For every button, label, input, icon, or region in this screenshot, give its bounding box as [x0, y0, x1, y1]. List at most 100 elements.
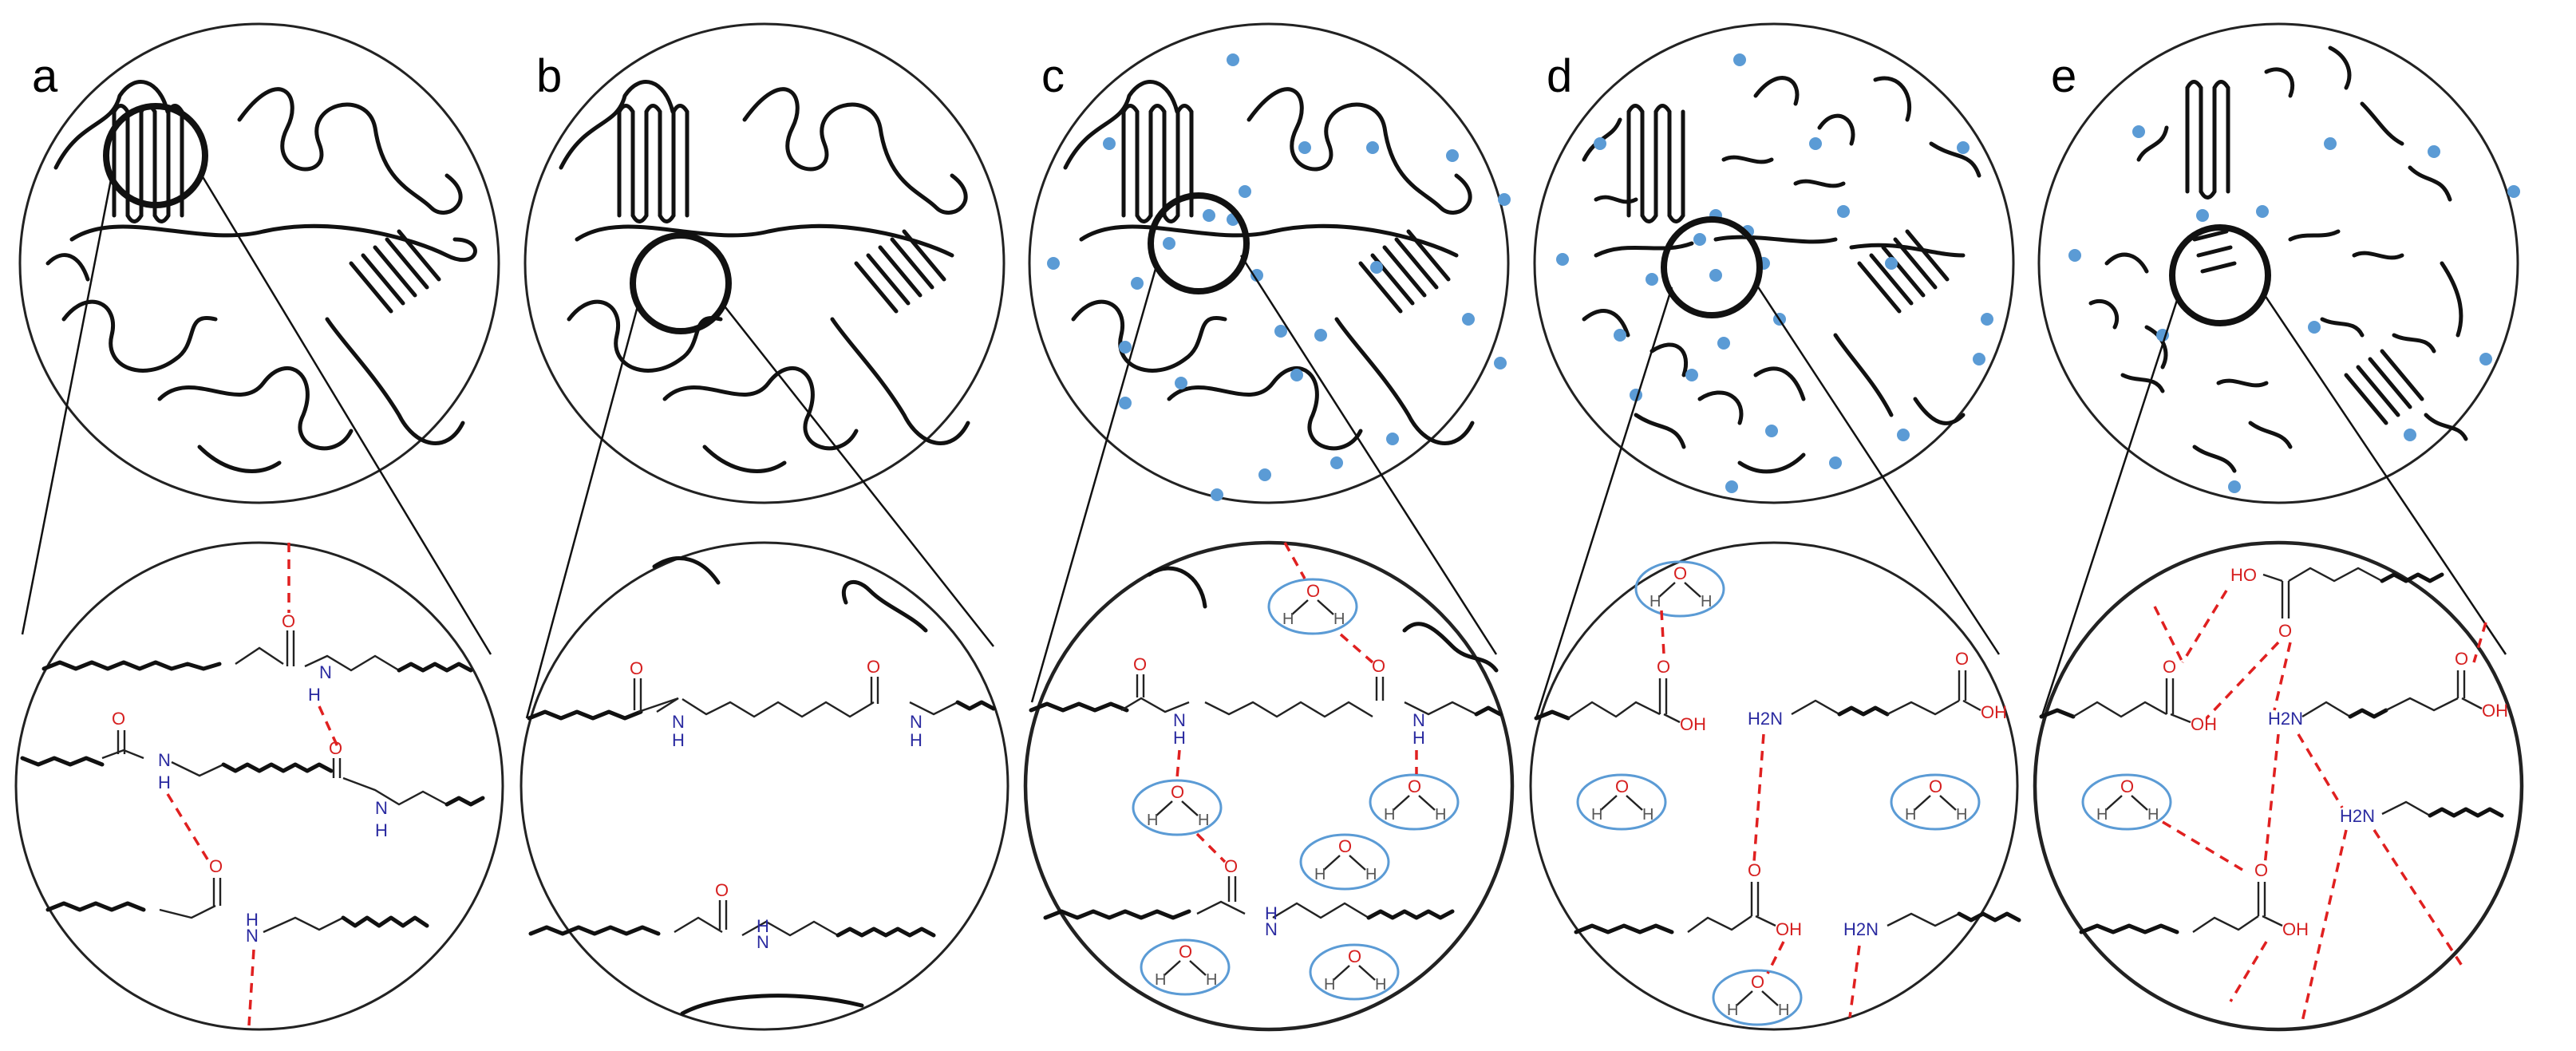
panel-c-leader-right: [1239, 255, 1498, 655]
panel-d-fragmented-chains: [1582, 76, 1981, 474]
panel-e-amine-2: H2N: [2340, 806, 2375, 826]
panel-a-nitrogen-3: N: [375, 798, 388, 818]
svg-text:H: H: [1324, 976, 1335, 994]
panel-e-zoom-view: HO O O OH H2N O OH H2N: [2033, 540, 2524, 1032]
svg-text:H: H: [1282, 610, 1294, 628]
panel-c-water-dots: [1047, 53, 1511, 501]
svg-text:H: H: [1642, 806, 1653, 824]
panel-c-nh-3: H: [1265, 903, 1278, 923]
panel-d-amine-1: H2N: [1748, 709, 1783, 729]
panel-b-macro-view: [523, 22, 1006, 504]
panel-a-oxygen-1: O: [282, 611, 295, 631]
svg-text:H: H: [1206, 971, 1217, 989]
svg-text:H: H: [1701, 593, 1712, 610]
panel-d-hydroxyl-1: OH: [1680, 714, 1706, 734]
panel-c: O N H O N H O N H O H H O H H: [1023, 22, 1515, 1032]
panel-e-oxygen-2: O: [2455, 649, 2468, 669]
panel-d-water-molecule: O H H: [1576, 773, 1667, 831]
panel-d: O OH H2N O OH O OH H2N O H: [1529, 22, 2021, 1031]
panel-d-water-molecule: O H H: [1890, 773, 1981, 831]
panel-a: O N H O N H O N H O N H: [14, 22, 504, 1031]
panel-e-hydroxyl-3: OH: [2282, 919, 2309, 939]
panel-label-e: e: [2051, 50, 2076, 102]
panel-b-nitrogen-3: N: [757, 932, 769, 952]
panel-b-leader-right: [721, 302, 994, 647]
panel-d-hydrogen-bonds: [1660, 610, 1861, 1018]
panel-e-carboxyl-top: HO: [2230, 565, 2257, 585]
svg-text:H: H: [1650, 593, 1661, 610]
panel-c-nitrogen-3: N: [1265, 919, 1278, 939]
panel-b-nh-3: H: [757, 916, 769, 936]
svg-text:H: H: [1435, 806, 1446, 824]
panel-c-nitrogen-1: N: [1173, 710, 1186, 730]
panel-a-nitrogen-4: N: [246, 926, 259, 946]
panel-a-nitrogen-2: N: [158, 750, 171, 770]
panel-c-water-molecule: O H H: [1369, 773, 1460, 831]
panel-e-hydroxyl-1: OH: [2191, 714, 2217, 734]
panel-c-nitrogen-2: N: [1412, 710, 1425, 730]
svg-text:O: O: [1615, 776, 1629, 796]
svg-text:H: H: [1198, 812, 1209, 829]
panel-d-oxygen-3: O: [1748, 860, 1761, 880]
panel-b-zoom-view: O N H O N H O N H: [520, 541, 1009, 1031]
panel-c-zoom-view: O N H O N H O N H O H H O H H: [1023, 540, 1515, 1032]
panel-b-oxygen-3: O: [715, 880, 729, 900]
panel-c-polymer-chains: [1063, 80, 1475, 451]
panel-d-macro-view: [1533, 22, 2015, 504]
svg-text:H: H: [1591, 806, 1602, 824]
svg-text:O: O: [1306, 581, 1320, 601]
panel-a-leader-right: [198, 171, 492, 655]
panel-c-water-molecule: O H H: [1299, 833, 1390, 891]
panel-d-leader-left: [1535, 286, 1673, 719]
panel-d-oxygen-1: O: [1657, 657, 1670, 677]
panel-a-leader-left: [21, 175, 113, 635]
panel-label-b: b: [536, 50, 562, 102]
panel-e-hydrogen-bonds: [2153, 590, 2487, 1022]
panel-c-oxygen-2: O: [1372, 656, 1385, 676]
svg-text:O: O: [1171, 782, 1184, 802]
svg-text:O: O: [1673, 563, 1687, 583]
panel-b: O N H O N H O N H: [520, 22, 1009, 1031]
svg-text:H: H: [1778, 1002, 1789, 1019]
svg-text:H: H: [1905, 806, 1916, 824]
panel-d-oxygen-2: O: [1955, 649, 1969, 669]
panel-c-water-molecule: O H H: [1140, 938, 1231, 996]
panel-a-oxygen-2: O: [112, 709, 125, 729]
panel-e-leader-left: [2040, 294, 2180, 719]
panel-e-water-dots: [2068, 125, 2520, 493]
svg-text:H: H: [2096, 806, 2108, 824]
svg-text:O: O: [1348, 946, 1361, 966]
panel-d-zoom-view: O OH H2N O OH O OH H2N O H: [1529, 541, 2021, 1031]
panel-d-water-molecule: O H H: [1712, 969, 1803, 1026]
svg-text:H: H: [1375, 976, 1386, 994]
panel-e-water-molecule: O H H: [2081, 773, 2172, 831]
svg-text:O: O: [1408, 776, 1421, 796]
panel-a-macro-view: [18, 22, 500, 504]
svg-text:H: H: [1956, 806, 1967, 824]
panel-c-water-molecule: O H H: [1267, 578, 1358, 635]
panel-c-nh-2: H: [1412, 728, 1425, 748]
svg-text:H: H: [1384, 806, 1395, 824]
panel-c-water-molecule: O H H: [1132, 779, 1223, 836]
svg-text:H: H: [1314, 866, 1326, 883]
svg-text:H: H: [1365, 866, 1377, 883]
panel-b-nh-1: H: [672, 730, 685, 750]
panel-label-a: a: [32, 50, 58, 102]
panel-c-water-molecule: O H H: [1309, 943, 1400, 1001]
svg-text:O: O: [1751, 972, 1764, 992]
panel-e-oxygen-1: O: [2163, 657, 2176, 677]
panel-d-leader-right: [1754, 283, 2001, 655]
panel-label-d: d: [1547, 50, 1572, 102]
panel-a-nh-2: H: [158, 772, 171, 792]
panel-a-magnifier-lens: [103, 103, 208, 208]
panel-c-magnifier-lens: [1148, 192, 1250, 294]
panel-d-water-molecule: O H H: [1634, 560, 1725, 618]
svg-text:O: O: [2120, 776, 2134, 796]
panel-a-polymer-chains: [45, 80, 477, 473]
panel-c-oxygen-3: O: [1224, 856, 1238, 876]
svg-text:H: H: [1147, 812, 1158, 829]
panel-d-hydroxyl-3: OH: [1776, 919, 1802, 939]
panel-a-zoom-view: O N H O N H O N H O N H: [14, 541, 504, 1031]
panel-c-nh-1: H: [1173, 728, 1186, 748]
